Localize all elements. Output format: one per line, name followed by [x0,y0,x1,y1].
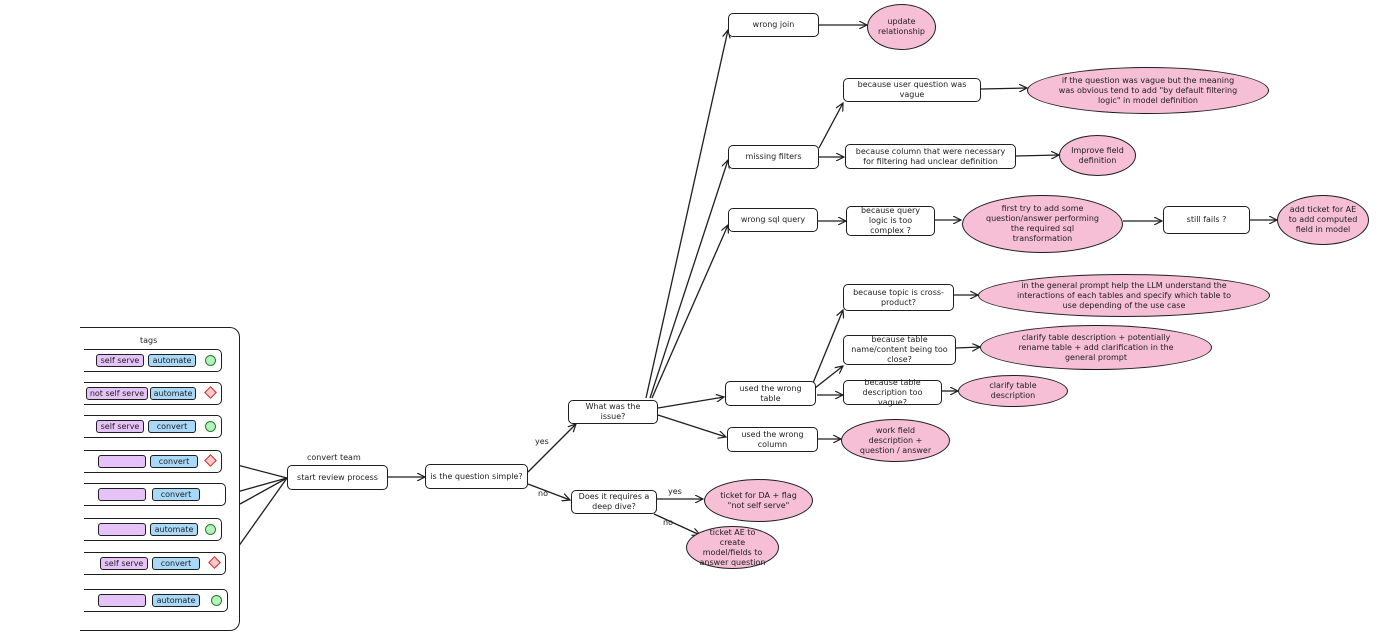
no-label: no [538,489,548,498]
start-review-node[interactable]: start review process [287,465,388,490]
edge-issue-table [657,397,724,409]
field-desc-qa-outcome: work field description + question / answ… [841,419,950,462]
table-name-close-node[interactable]: because table name/content being too clo… [843,335,956,365]
tag-label-chip [98,594,146,607]
wrong-sql-node[interactable]: wrong sql query [728,208,818,232]
ticket-ae-model-outcome: ticket AE to create model/fields to answ… [686,526,779,569]
tag-label-chip: self serve [96,354,144,367]
tag-action-chip: automate [148,354,196,367]
what-issue-node[interactable]: What was the issue? [568,400,658,424]
tag-action-chip: convert [148,420,196,433]
status-diamond-icon [204,386,217,399]
edge-simple-issue [527,424,576,473]
status-diamond-icon [208,556,221,569]
add-qa-sql-outcome: first try to add some question/answer pe… [962,195,1123,253]
wrong-column-node[interactable]: used the wrong column [727,427,818,452]
tags-title: tags [140,336,158,345]
clarify-rename-outcome: clarify table description + potentially … [980,325,1212,370]
ticket-ae-computed-outcome: add ticket for AE to add computed field … [1277,195,1369,245]
tag-row[interactable]: self serve convert [84,415,222,438]
tag-row[interactable]: convert [84,450,222,473]
edge-simple-deep [527,483,570,500]
tag-row[interactable]: automate [84,589,228,612]
user-question-vague-node[interactable]: because user question was vague [843,78,981,102]
tag-label-chip: self serve [96,420,144,433]
tag-row[interactable]: self serve automate [84,349,222,372]
is-simple-node[interactable]: is the question simple? [425,464,528,489]
edge-close-outcome [955,347,980,348]
still-fails-node[interactable]: still fails ? [1163,206,1250,234]
tag-label-chip: not self serve [86,387,148,400]
query-complex-node[interactable]: because query logic is too complex ? [846,206,935,236]
edge-column-outcome [1015,155,1059,156]
edge-table-close [814,366,843,389]
edge-deep-ae [653,513,700,535]
tag-label-chip [98,455,146,468]
tag-row[interactable]: not self serve automate [84,382,222,405]
edge-issue-sql [651,225,728,399]
wrong-join-node[interactable]: wrong join [728,13,819,37]
tag-action-chip: automate [152,594,200,607]
deep-dive-node[interactable]: Does it requires a deep dive? [571,490,657,514]
status-circle-icon [205,524,216,535]
tag-label-chip [98,488,146,501]
status-diamond-icon [204,454,217,467]
edge-issue-join [645,30,728,399]
general-prompt-llm-outcome: in the general prompt help the LLM under… [978,274,1270,317]
update-relationship-outcome: update relationship [867,4,936,50]
tags-panel [80,327,240,631]
missing-filters-node[interactable]: missing filters [728,145,819,169]
edge-filters-vague [818,103,843,149]
tag-action-chip: convert [150,455,198,468]
tag-label-chip: self serve [100,557,148,570]
tag-action-chip: convert [152,557,200,570]
tag-action-chip: automate [150,523,198,536]
ticket-da-outcome: ticket for DA + flag "not self serve" [704,479,813,522]
tag-row[interactable]: automate [84,518,222,541]
convert-team-label: convert team [307,453,361,462]
status-circle-icon [205,355,216,366]
vague-default-filter-outcome: if the question was vague but the meanin… [1027,67,1269,114]
column-unclear-node[interactable]: because column that were necessary for f… [845,144,1016,169]
edge-panel-start [239,477,288,505]
tag-action-chip: convert [152,488,200,501]
edge-table-cross [812,310,843,384]
improve-field-outcome: Improve field definition [1059,135,1136,176]
tag-row[interactable]: convert [84,483,226,506]
cross-product-node[interactable]: because topic is cross-product? [843,284,954,311]
table-desc-vague-node[interactable]: because table description too vague? [843,378,942,407]
status-circle-icon [205,421,216,432]
wrong-table-node[interactable]: used the wrong table [725,381,816,406]
status-circle-icon [211,595,222,606]
no-label: no [663,518,673,527]
edge-issue-filters [649,160,728,399]
yes-label: yes [668,487,682,496]
edge-issue-column [657,414,726,437]
clarify-table-desc-outcome: clarify table description [958,375,1068,407]
tag-row[interactable]: self serve convert [84,552,226,575]
yes-label: yes [535,437,549,446]
tag-action-chip: automate [150,387,196,400]
edge-vague-outcome [980,88,1027,89]
tag-label-chip [98,523,146,536]
